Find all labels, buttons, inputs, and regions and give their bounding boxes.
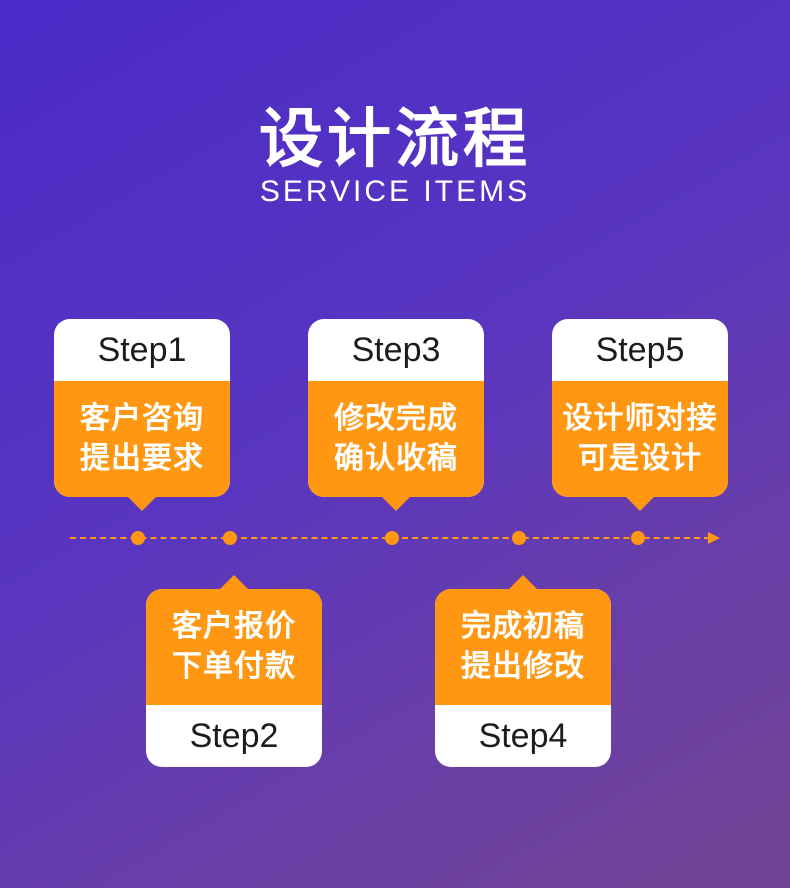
step-description-line: 下单付款 <box>172 649 296 684</box>
step-description-line: 提出要求 <box>80 441 204 476</box>
step-label: Step5 <box>595 330 685 369</box>
step-card-5: Step5 设计师对接 可是设计 <box>552 319 728 511</box>
step-description: 完成初稿 提出修改 <box>435 589 611 705</box>
step-description: 设计师对接 可是设计 <box>552 381 728 497</box>
step-description: 客户报价 下单付款 <box>146 589 322 705</box>
step-label: Step4 <box>478 716 568 755</box>
step-description-line: 确认收稿 <box>334 441 458 476</box>
step-description-line: 修改完成 <box>334 401 458 436</box>
pointer-down-icon <box>128 497 156 511</box>
step-description-line: 可是设计 <box>578 441 702 476</box>
step-label: Step2 <box>189 716 279 755</box>
pointer-down-icon <box>626 497 654 511</box>
step-label: Step3 <box>351 330 441 369</box>
step-card-2: 客户报价 下单付款 Step2 <box>146 575 322 767</box>
step-description-line: 客户报价 <box>172 609 296 644</box>
step-description-line: 客户咨询 <box>80 401 204 436</box>
step-description: 修改完成 确认收稿 <box>308 381 484 497</box>
timeline-arrow-icon <box>708 532 720 544</box>
timeline-dot <box>631 531 645 545</box>
step-description: 客户咨询 提出要求 <box>54 381 230 497</box>
pointer-down-icon <box>382 497 410 511</box>
step-label: Step1 <box>97 330 187 369</box>
step-card-1: Step1 客户咨询 提出要求 <box>54 319 230 511</box>
step-description-line: 提出修改 <box>461 649 585 684</box>
step-card-4: 完成初稿 提出修改 Step4 <box>435 575 611 767</box>
timeline-dot <box>223 531 237 545</box>
page-title: 设计流程 <box>259 103 531 177</box>
timeline-dot <box>512 531 526 545</box>
step-description-line: 完成初稿 <box>461 609 585 644</box>
page-subtitle: SERVICE ITEMS <box>259 175 531 208</box>
pointer-up-icon <box>220 575 248 589</box>
step-card-3: Step3 修改完成 确认收稿 <box>308 319 484 511</box>
timeline-dot <box>385 531 399 545</box>
timeline-dot <box>131 531 145 545</box>
step-description-line: 设计师对接 <box>562 401 718 436</box>
pointer-up-icon <box>509 575 537 589</box>
